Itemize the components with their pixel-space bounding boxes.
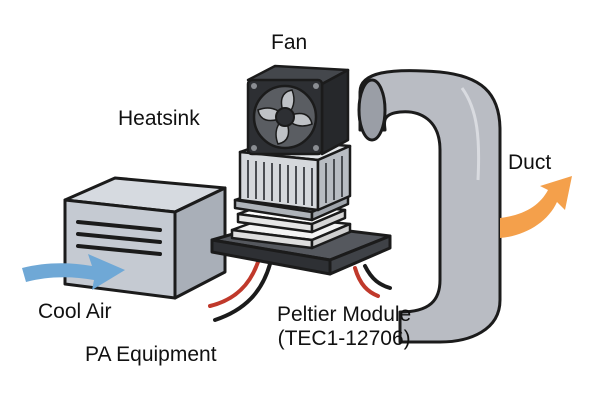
peltier-label-line2: (TEC1-12706) <box>277 327 411 351</box>
cool-air-label: Cool Air <box>38 300 112 323</box>
peltier-module-label: Peltier Module (TEC1-12706) <box>277 303 411 351</box>
cool-air-arrow <box>22 254 125 290</box>
heatsink-label: Heatsink <box>118 107 200 130</box>
hot-air-arrow <box>500 176 572 238</box>
pa-equipment-label: PA Equipment <box>85 343 217 366</box>
power-wires <box>208 260 392 322</box>
fan-label: Fan <box>271 31 308 54</box>
pa-equipment-box <box>63 176 227 300</box>
fan <box>246 64 350 156</box>
duct-label: Duct <box>508 151 552 174</box>
duct <box>357 69 502 344</box>
heatsink <box>233 138 352 222</box>
peltier-label-line1: Peltier Module <box>277 303 412 326</box>
